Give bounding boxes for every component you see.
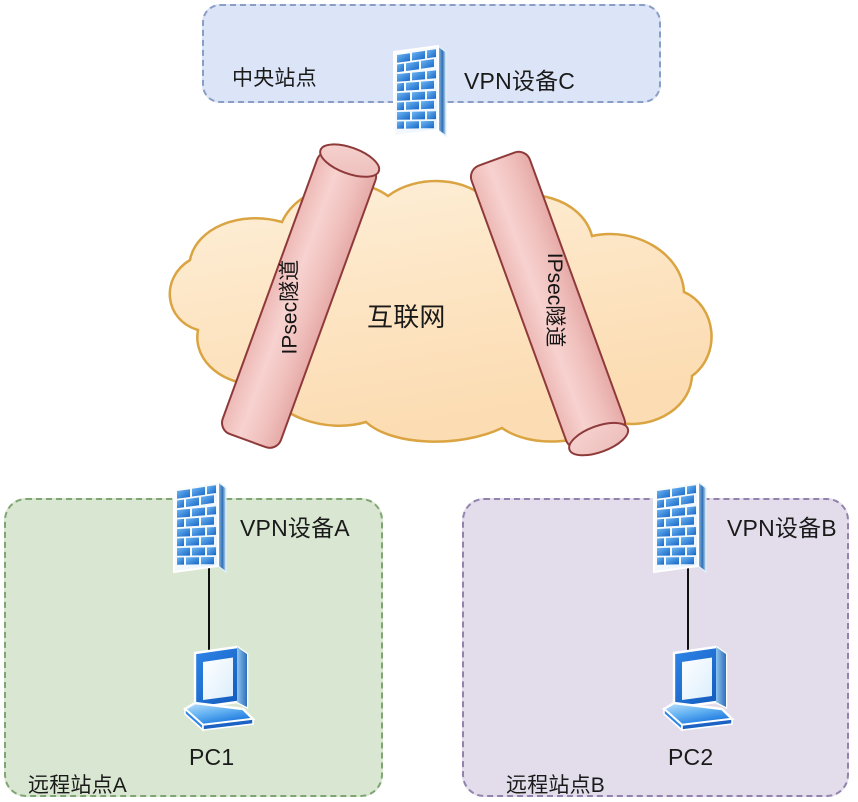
connector-vpn-a-to-pc1 xyxy=(208,566,210,652)
pc2-label: PC2 xyxy=(668,744,714,770)
laptop-screen xyxy=(203,657,233,700)
remote-site-a-label: 远程站点A xyxy=(28,774,128,797)
internet-label: 互联网 xyxy=(367,302,446,332)
laptop-base-side xyxy=(681,718,733,731)
laptop-icon xyxy=(182,645,256,732)
firewall-icon xyxy=(393,44,447,138)
firewall-bricks xyxy=(177,485,216,565)
vpn-device-c-label: VPN设备C xyxy=(464,68,576,94)
laptop-lid-edge xyxy=(237,647,247,707)
vpn-device-b-label: VPN设备B xyxy=(727,515,837,541)
laptop-base-side xyxy=(202,718,254,731)
firewall-side-face xyxy=(217,480,227,574)
firewall-bricks xyxy=(657,485,696,565)
remote-site-b-label: 远程站点B xyxy=(506,774,606,797)
laptop-screen xyxy=(682,657,712,700)
laptop-icon xyxy=(661,645,735,732)
vpn-device-a-label: VPN设备A xyxy=(240,515,350,541)
firewall-bricks xyxy=(397,49,436,129)
laptop-lid-edge xyxy=(716,647,726,707)
firewall-icon xyxy=(653,480,707,574)
central-site-label: 中央站点 xyxy=(232,67,317,90)
firewall-icon xyxy=(173,480,227,574)
connector-vpn-b-to-pc2 xyxy=(687,566,689,652)
tunnel-left-cap xyxy=(319,143,381,178)
firewall-side-face xyxy=(697,480,707,574)
firewall-side-face xyxy=(437,44,447,138)
pc1-label: PC1 xyxy=(189,744,235,770)
